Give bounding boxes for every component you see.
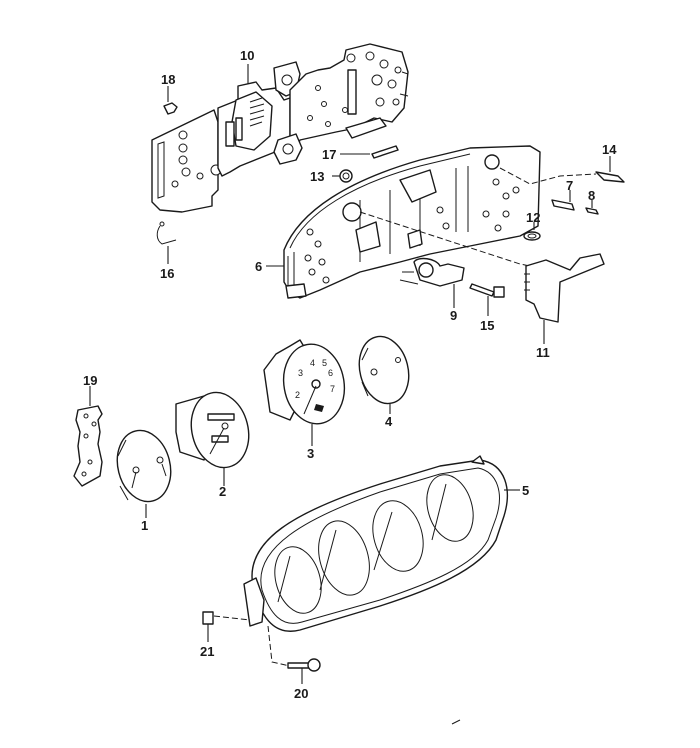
- callout-19: 19: [83, 373, 97, 388]
- part-9-buzzer: [399, 257, 465, 308]
- part-8-bulb: [585, 200, 599, 215]
- part-2-speedometer: [175, 391, 250, 486]
- part-20-screw: [267, 625, 321, 684]
- callout-8: 8: [588, 188, 595, 203]
- callout-14: 14: [602, 142, 617, 157]
- callout-20: 20: [294, 686, 308, 701]
- part-16-wire-clip: [156, 221, 177, 264]
- callout-labels: 1 2 3 4 5 6 7 8 9 10 11 12 13 14 15 16 1…: [83, 48, 617, 701]
- part-21-clip-nut: [202, 611, 251, 642]
- callout-10: 10: [240, 48, 254, 63]
- part-15-screw: [469, 283, 505, 316]
- callout-5: 5: [522, 483, 529, 498]
- scan-mark: [451, 719, 461, 725]
- callout-2: 2: [219, 484, 226, 499]
- callout-16: 16: [160, 266, 174, 281]
- part-12-grommet: [523, 222, 541, 241]
- callout-17: 17: [322, 147, 336, 162]
- callout-18: 18: [161, 72, 175, 87]
- part-17-strip: [340, 145, 399, 159]
- tacho-number-7: 7: [330, 384, 335, 394]
- callout-3: 3: [307, 446, 314, 461]
- tacho-number-2: 2: [295, 390, 300, 400]
- part-1-gauge: [116, 429, 172, 518]
- callout-21: 21: [200, 644, 214, 659]
- part-11-circuit-board: [524, 253, 605, 344]
- part-18-clip: [163, 86, 178, 115]
- callout-7: 7: [566, 178, 573, 193]
- callout-6: 6: [255, 259, 262, 274]
- part-14-bulb-socket: [595, 156, 625, 183]
- part-13-knob: [332, 169, 353, 183]
- part-3-tachometer: 2 3 4 5 6 7: [263, 339, 346, 446]
- tacho-number-4: 4: [310, 358, 315, 368]
- callout-11: 11: [536, 345, 550, 360]
- part-19-plate: [73, 386, 103, 487]
- tacho-number-6: 6: [328, 368, 333, 378]
- part-6-instrument-housing: [266, 145, 597, 299]
- callout-15: 15: [480, 318, 494, 333]
- tacho-number-5: 5: [322, 358, 327, 368]
- callout-1: 1: [141, 518, 148, 533]
- part-5-lens-cover: [243, 455, 520, 632]
- callout-13: 13: [310, 169, 324, 184]
- tacho-number-3: 3: [298, 368, 303, 378]
- callout-4: 4: [385, 414, 393, 429]
- callout-9: 9: [450, 308, 457, 323]
- part-7-bulb-holder: [551, 190, 575, 211]
- part-10-circuit-panel: [151, 43, 409, 213]
- callout-12: 12: [526, 210, 540, 225]
- part-4-gauge: [358, 335, 410, 414]
